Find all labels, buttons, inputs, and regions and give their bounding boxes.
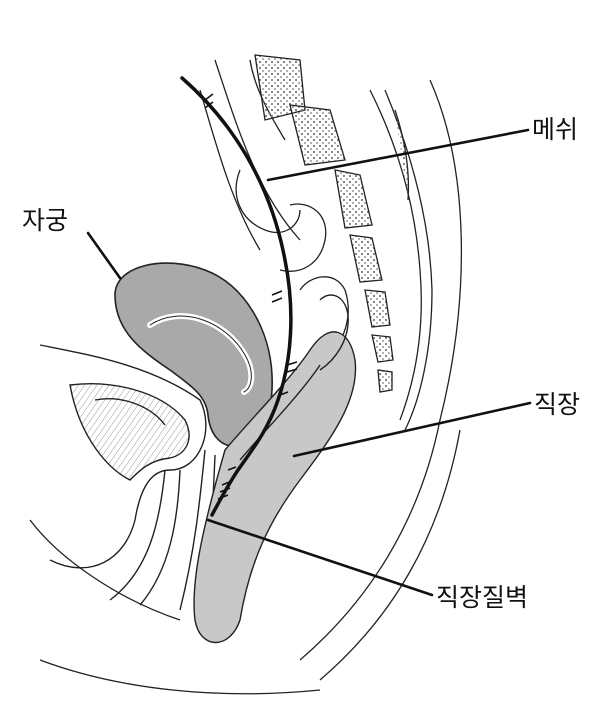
rectum xyxy=(193,294,357,644)
leader-lines xyxy=(86,128,532,597)
leader-line-uterus xyxy=(86,231,122,280)
leader-line-wall xyxy=(206,518,434,597)
label-mesh: 메쉬 xyxy=(532,115,579,144)
label-rectovaginal-wall: 직장질벽 xyxy=(436,583,529,612)
uterus xyxy=(114,262,273,447)
label-uterus: 자궁 xyxy=(22,206,69,235)
leader-line-rectum xyxy=(292,401,532,458)
mesh xyxy=(180,76,298,517)
sacrum xyxy=(249,54,463,431)
leader-line-mesh xyxy=(266,128,530,182)
bladder xyxy=(39,344,207,569)
label-rectum: 직장 xyxy=(534,390,581,419)
